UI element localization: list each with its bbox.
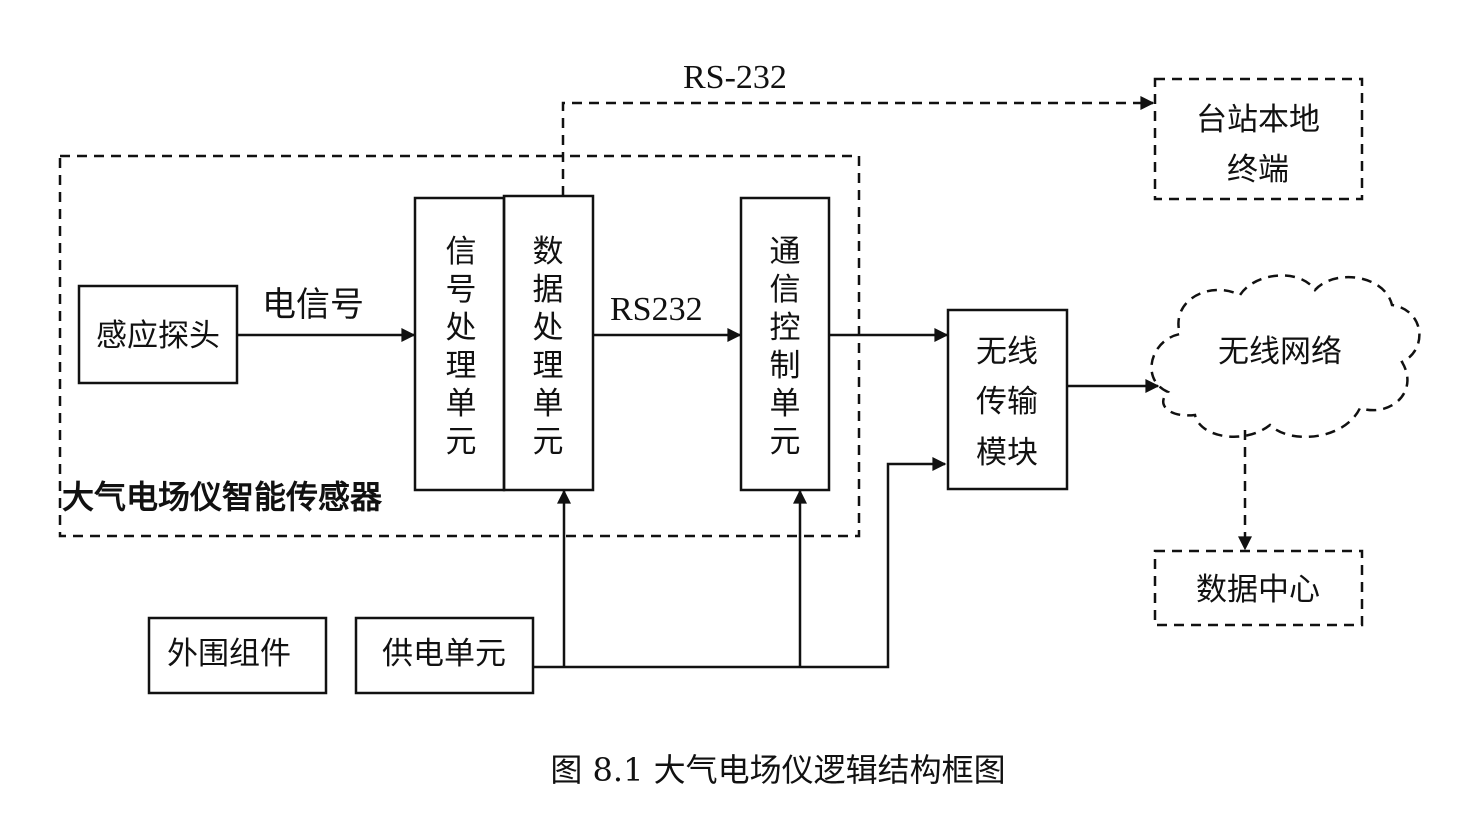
local-terminal-label: 台站本地 终端 (1196, 102, 1320, 188)
sensor-group-title: 大气电场仪智能传感器 (62, 478, 383, 516)
peripheral-label: 外围组件 (167, 636, 291, 672)
probe-label: 感应探头 (96, 318, 220, 354)
data-center-label: 数据中心 (1196, 572, 1320, 608)
data-center-box (1153, 549, 1364, 627)
svg-text:模块: 模块 (976, 435, 1038, 471)
svg-text:终端: 终端 (1227, 152, 1289, 188)
rs232-dashed-link (561, 96, 1155, 196)
comm-unit-box (739, 196, 831, 492)
power-bus-line (533, 457, 947, 669)
signal-unit-label: 信号处理单元 (446, 234, 477, 460)
sensor-group-boundary (58, 154, 861, 538)
svg-text:数据处理单元: 数据处理单元 (533, 234, 564, 460)
rs232-label: RS232 (610, 291, 703, 328)
data-unit-box (502, 194, 595, 492)
power-label: 供电单元 (382, 636, 506, 672)
wireless-network-cloud (1150, 274, 1421, 439)
figure-caption: 图 8.1 大气电场仪逻辑结构框图 (550, 751, 1005, 789)
wireless-network-label: 无线网络 (1218, 334, 1342, 370)
svg-text:信号处理单元: 信号处理单元 (446, 234, 477, 460)
wireless-module-label: 无线 传输 模块 (976, 334, 1038, 471)
peripheral-box (147, 616, 328, 695)
svg-text:无线: 无线 (976, 334, 1038, 370)
data-unit-label: 数据处理单元 (533, 234, 564, 460)
comm-unit-label: 通信控制单元 (770, 234, 801, 460)
local-terminal-box (1153, 77, 1364, 201)
svg-text:传输: 传输 (976, 384, 1038, 420)
power-box (354, 616, 535, 695)
rs232-dashed-label: RS-232 (683, 59, 787, 96)
electric-signal-label: 电信号 (262, 285, 364, 325)
svg-text:台站本地: 台站本地 (1196, 102, 1320, 138)
wireless-module-box (946, 308, 1069, 491)
svg-text:通信控制单元: 通信控制单元 (770, 234, 801, 460)
